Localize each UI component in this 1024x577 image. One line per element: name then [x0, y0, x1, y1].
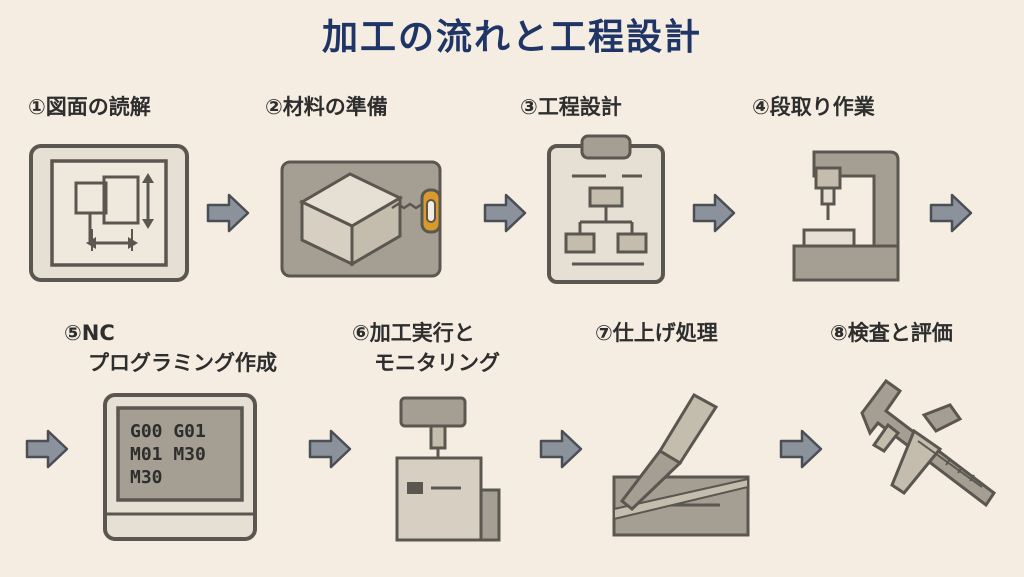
nc-code-line2: M01 M30	[130, 444, 206, 465]
arrow-right-icon	[308, 429, 352, 469]
step-7-label: ⑦仕上げ処理	[595, 321, 718, 345]
step-6-label-line2: モニタリング	[374, 351, 500, 375]
step-8-label: ⑧検査と評価	[830, 321, 953, 345]
step-1-label: ①図面の読解	[28, 95, 151, 119]
arrow-right-icon	[539, 429, 583, 469]
nc-code-line1: G00 G01	[130, 421, 206, 442]
step-5-label: ⑤NC プログラミング作成	[64, 318, 277, 378]
arrow-right-icon	[206, 193, 250, 233]
arrow-right-icon	[25, 429, 69, 469]
step-5-label-line2: プログラミング作成	[88, 351, 277, 375]
clipboard-flowchart-icon	[547, 134, 665, 284]
page-title: 加工の流れと工程設計	[321, 17, 702, 58]
nc-code-line3: M30	[130, 467, 163, 488]
arrow-right-icon	[929, 193, 973, 233]
step-4-label: ④段取り作業	[752, 95, 875, 119]
nc-program-screen-icon: G00 G01 M01 M30 M30	[102, 392, 258, 542]
blueprint-icon	[29, 144, 189, 282]
step-6-label: ⑥加工実行と モニタリング	[352, 318, 500, 378]
machining-monitoring-icon	[395, 396, 501, 542]
caliper-icon	[860, 378, 997, 508]
material-block-saw-icon	[280, 160, 442, 278]
arrow-right-icon	[692, 193, 736, 233]
step-3-label: ③工程設計	[520, 95, 622, 119]
arrow-right-icon	[483, 193, 527, 233]
machine-setup-icon	[792, 150, 900, 282]
file-finishing-icon	[612, 392, 750, 537]
step-5-label-line1: ⑤NC	[64, 321, 115, 345]
step-6-label-line1: ⑥加工実行と	[352, 321, 475, 345]
arrow-right-icon	[779, 429, 823, 469]
step-2-label: ②材料の準備	[265, 95, 388, 119]
